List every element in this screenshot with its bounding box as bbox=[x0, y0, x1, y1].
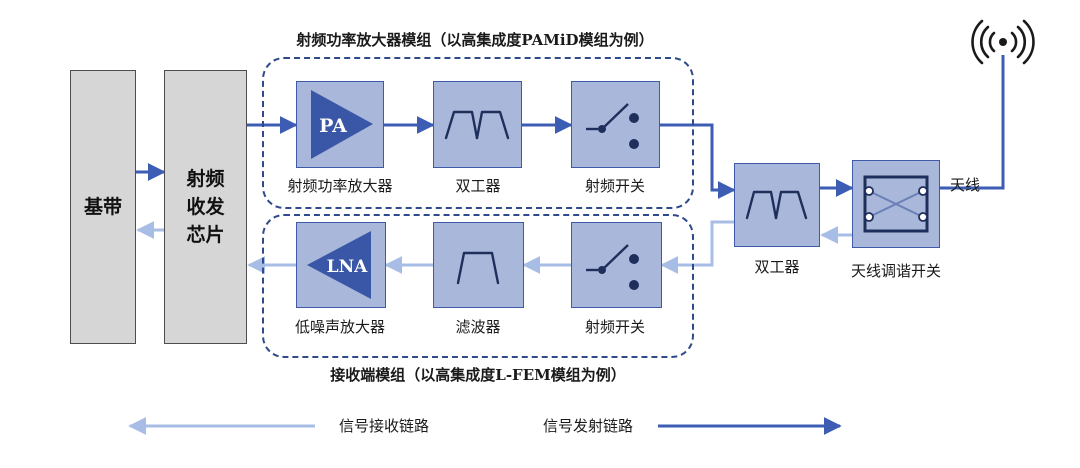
tx-wire-tuner-antenna bbox=[940, 55, 1005, 190]
rx-wire-main-duplexer-switch bbox=[660, 220, 734, 274]
main-duplexer-block bbox=[734, 163, 820, 247]
rx-module-title: 接收端模组（以高集成度L-FEM模组为例） bbox=[330, 366, 626, 384]
rx-switch-label: 射频开关 bbox=[584, 318, 646, 336]
tx-module-group bbox=[262, 57, 694, 209]
filter-block bbox=[433, 222, 524, 308]
baseband-label: 基带 bbox=[83, 196, 122, 218]
amplifier-icon: PA bbox=[311, 90, 373, 159]
pa-block: PA bbox=[296, 81, 384, 168]
rx-switch-block bbox=[571, 222, 662, 308]
tuner-switch-icon bbox=[863, 175, 929, 233]
lna-label: 低噪声放大器 bbox=[294, 318, 386, 336]
transceiver-label: 射频 收发 芯片 bbox=[186, 168, 225, 246]
tx-duplexer-block bbox=[433, 81, 522, 168]
tx-duplexer-label: 双工器 bbox=[455, 177, 501, 195]
tx-switch-block bbox=[571, 81, 660, 168]
bandpass-filter-icon bbox=[456, 251, 500, 285]
duplexer-icon bbox=[444, 110, 510, 140]
lna-symbol: LNA bbox=[327, 257, 368, 277]
pa-symbol: PA bbox=[319, 115, 347, 137]
lna-amplifier-icon: LNA bbox=[307, 231, 371, 299]
pa-label: 射频功率放大器 bbox=[287, 177, 393, 195]
lna-block: LNA bbox=[296, 222, 386, 308]
antenna-tuner-block bbox=[852, 160, 940, 248]
rx-module-group bbox=[262, 214, 694, 358]
tx-module-title: 射频功率放大器模组（以高集成度PAMiD模组为例） bbox=[296, 31, 654, 49]
switch-icon bbox=[586, 103, 639, 149]
transceiver-block: 射频 收发 芯片 bbox=[164, 70, 247, 344]
tx-wire-switch-main-duplexer bbox=[660, 123, 736, 199]
legend-rx-label: 信号接收链路 bbox=[338, 417, 430, 435]
antenna-tuner-label: 天线调谐开关 bbox=[850, 262, 942, 280]
antenna-label: 天线 bbox=[950, 176, 981, 194]
legend-tx-label: 信号发射链路 bbox=[542, 417, 634, 435]
baseband-block: 基带 bbox=[70, 70, 136, 344]
filter-label: 滤波器 bbox=[455, 318, 501, 336]
tx-switch-label: 射频开关 bbox=[584, 177, 646, 195]
main-duplexer-icon bbox=[745, 190, 808, 220]
main-duplexer-label: 双工器 bbox=[754, 258, 800, 276]
rx-switch-icon bbox=[586, 244, 639, 290]
antenna-icon bbox=[971, 19, 1035, 65]
